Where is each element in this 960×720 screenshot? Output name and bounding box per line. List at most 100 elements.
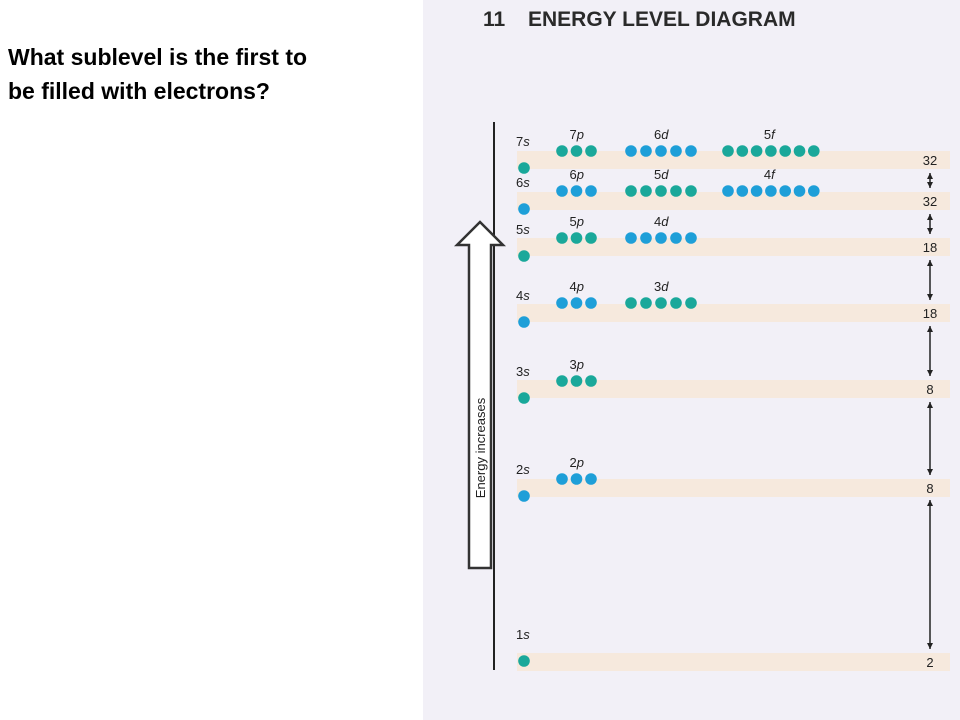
orbital-dot-7s — [518, 162, 530, 174]
sublevel-label-4d: 4d — [654, 214, 669, 229]
orbital-dot-4d — [670, 232, 682, 244]
orbital-dot-4f — [765, 185, 777, 197]
orbital-dot-5d — [685, 185, 697, 197]
energy-level-diagram: 11 ENERGY LEVEL DIAGRAM Energy increases… — [453, 8, 950, 671]
orbital-dot-5f — [779, 145, 791, 157]
level-total-2: 8 — [926, 481, 933, 496]
orbital-dot-5f — [808, 145, 820, 157]
question-line-2: be filled with electrons? — [8, 78, 270, 104]
level-total-6: 32 — [923, 194, 937, 209]
level-band-5 — [517, 238, 950, 256]
gap-arrow-head — [927, 173, 933, 179]
orbital-dot-4p — [570, 297, 583, 309]
gap-arrow-head — [927, 370, 933, 376]
orbital-dot-5f — [750, 145, 763, 157]
sublevel-label-3s: 3s — [516, 364, 530, 379]
sublevel-label-6s: 6s — [516, 175, 530, 190]
orbital-dot-6d — [625, 145, 637, 157]
orbital-dot-4f — [722, 185, 734, 197]
orbital-dot-7p — [570, 145, 583, 157]
level-band-3 — [517, 380, 950, 398]
sublevel-label-3p: 3p — [570, 357, 584, 372]
energy-axis: Energy increases — [453, 122, 933, 670]
sublevel-label-5f: 5f — [764, 127, 776, 142]
orbital-dot-5p — [585, 232, 597, 244]
orbital-dot-5d — [640, 185, 652, 197]
orbital-dot-4d — [655, 232, 667, 244]
orbital-dot-4f — [736, 185, 749, 197]
orbital-dot-3p — [570, 375, 583, 387]
orbital-dot-5f — [765, 145, 777, 157]
gap-arrow-head — [927, 469, 933, 475]
orbital-dot-5p — [570, 232, 583, 244]
level-total-7: 32 — [923, 153, 937, 168]
level-band-1 — [517, 653, 950, 671]
orbital-dot-6p — [570, 185, 583, 197]
orbital-dot-4s — [518, 316, 530, 328]
orbital-dot-3p — [585, 375, 597, 387]
gap-arrow-head — [927, 326, 933, 332]
level-band-6 — [517, 192, 950, 210]
orbital-dot-5d — [670, 185, 682, 197]
orbital-dot-3d — [640, 297, 652, 309]
orbital-dot-2p — [556, 473, 568, 485]
orbital-dot-4d — [625, 232, 637, 244]
level-band-7 — [517, 151, 950, 169]
orbital-dot-5d — [625, 185, 637, 197]
sublevel-label-7p: 7p — [570, 127, 584, 142]
sublevel-label-2p: 2p — [570, 455, 584, 470]
orbital-dot-3d — [685, 297, 697, 309]
orbital-dot-5f — [793, 145, 806, 157]
orbital-dot-4p — [585, 297, 597, 309]
level-total-3: 8 — [926, 382, 933, 397]
energy-level-diagram-panel: 11 ENERGY LEVEL DIAGRAM Energy increases… — [423, 0, 960, 720]
orbital-dot-3d — [655, 297, 667, 309]
level-band-2 — [517, 479, 950, 497]
energy-arrow — [453, 220, 507, 570]
orbital-dot-5s — [518, 250, 530, 262]
orbital-dot-6p — [585, 185, 597, 197]
level-bands — [517, 151, 950, 671]
orbital-dot-6d — [670, 145, 682, 157]
gap-arrow-head — [927, 294, 933, 300]
gap-arrow-head — [927, 402, 933, 408]
orbital-dot-1s — [518, 655, 530, 667]
sublevel-label-3d: 3d — [654, 279, 669, 294]
sublevel-label-5s: 5s — [516, 222, 530, 237]
orbital-dot-3d — [625, 297, 637, 309]
gap-arrow-head — [927, 643, 933, 649]
gap-arrow-head — [927, 260, 933, 266]
orbital-dot-2s — [518, 490, 530, 502]
orbital-dot-4f — [793, 185, 806, 197]
orbital-dot-6d — [640, 145, 652, 157]
orbital-dot-4d — [640, 232, 652, 244]
orbital-dot-4p — [556, 297, 568, 309]
sublevel-label-5p: 5p — [570, 214, 584, 229]
orbital-dot-4d — [685, 232, 697, 244]
diagram-number: 11 — [483, 8, 506, 31]
orbital-dot-6p — [556, 185, 568, 197]
sublevel-label-5d: 5d — [654, 167, 669, 182]
orbital-dot-6d — [655, 145, 667, 157]
gap-arrow-head — [927, 500, 933, 506]
level-total-5: 18 — [923, 240, 937, 255]
sublevel-label-6p: 6p — [570, 167, 584, 182]
orbital-dot-3p — [556, 375, 568, 387]
question-text: What sublevel is the first to be filled … — [8, 40, 428, 108]
orbital-dot-3s — [518, 392, 530, 404]
level-total-1: 2 — [926, 655, 933, 670]
orbital-dot-2p — [570, 473, 583, 485]
sublevel-label-1s: 1s — [516, 627, 530, 642]
orbital-dot-3d — [670, 297, 682, 309]
sublevel-label-4f: 4f — [764, 167, 776, 182]
orbital-dot-6s — [518, 203, 530, 215]
orbital-dot-5p — [556, 232, 568, 244]
gap-arrow-head — [927, 182, 933, 188]
orbital-dot-5d — [655, 185, 667, 197]
sublevel-label-6d: 6d — [654, 127, 669, 142]
orbital-dot-4f — [750, 185, 763, 197]
question-line-1: What sublevel is the first to — [8, 44, 308, 70]
axis-label: Energy increases — [473, 397, 488, 498]
